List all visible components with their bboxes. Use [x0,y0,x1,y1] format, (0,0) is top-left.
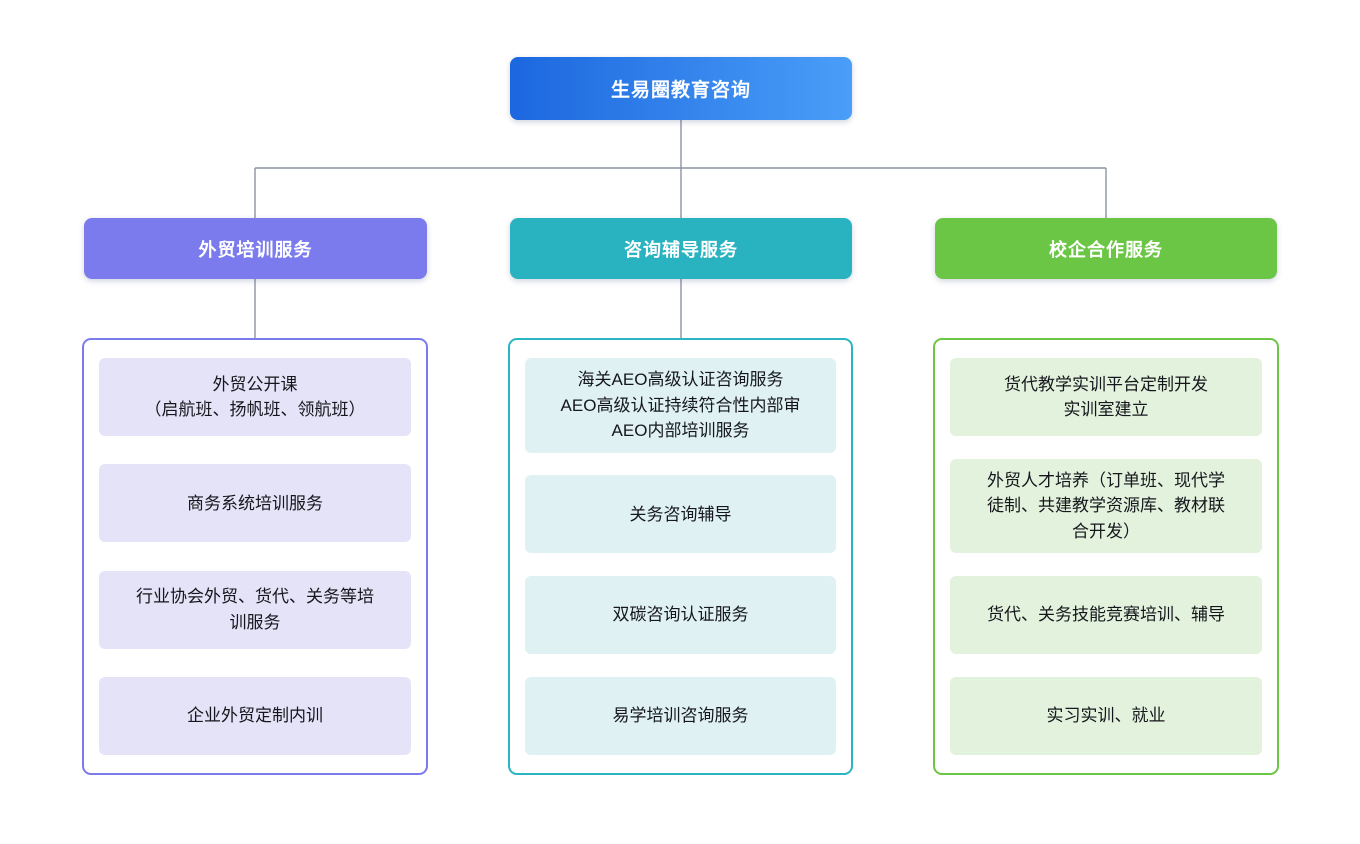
service-item: 实习实训、就业 [950,676,1262,755]
root-node: 生易圈教育咨询 [510,57,852,120]
service-item: 企业外贸定制内训 [99,676,411,755]
service-item: 货代教学实训平台定制开发 实训室建立 [950,358,1262,436]
branch-header-consulting: 咨询辅导服务 [510,218,852,279]
service-item: 双碳咨询认证服务 [525,576,836,655]
branch-panel-school-enterprise: 货代教学实训平台定制开发 实训室建立 外贸人才培养（订单班、现代学 徒制、共建教… [933,338,1279,775]
branch-header-school-enterprise: 校企合作服务 [935,218,1277,279]
branch-header-label: 校企合作服务 [1049,239,1163,260]
service-item: 易学培训咨询服务 [525,676,836,755]
service-item: 商务系统培训服务 [99,464,411,543]
branch-panel-trade-training: 外贸公开课 （启航班、扬帆班、领航班） 商务系统培训服务 行业协会外贸、货代、关… [82,338,428,775]
service-item: 行业协会外贸、货代、关务等培 训服务 [99,570,411,649]
root-node-label: 生易圈教育咨询 [610,80,751,101]
service-item: 外贸人才培养（订单班、现代学 徒制、共建教学资源库、教材联 合开发） [950,458,1262,554]
service-item: 货代、关务技能竞赛培训、辅导 [950,576,1262,655]
branch-header-label: 咨询辅导服务 [624,239,738,260]
service-item: 外贸公开课 （启航班、扬帆班、领航班） [99,358,411,436]
branch-header-trade-training: 外贸培训服务 [84,218,427,279]
service-item: 海关AEO高级认证咨询服务 AEO高级认证持续符合性内部审 AEO内部培训服务 [525,358,836,453]
branch-panel-consulting: 海关AEO高级认证咨询服务 AEO高级认证持续符合性内部审 AEO内部培训服务 … [508,338,853,775]
branch-header-label: 外贸培训服务 [198,239,313,260]
service-item: 关务咨询辅导 [525,475,836,554]
